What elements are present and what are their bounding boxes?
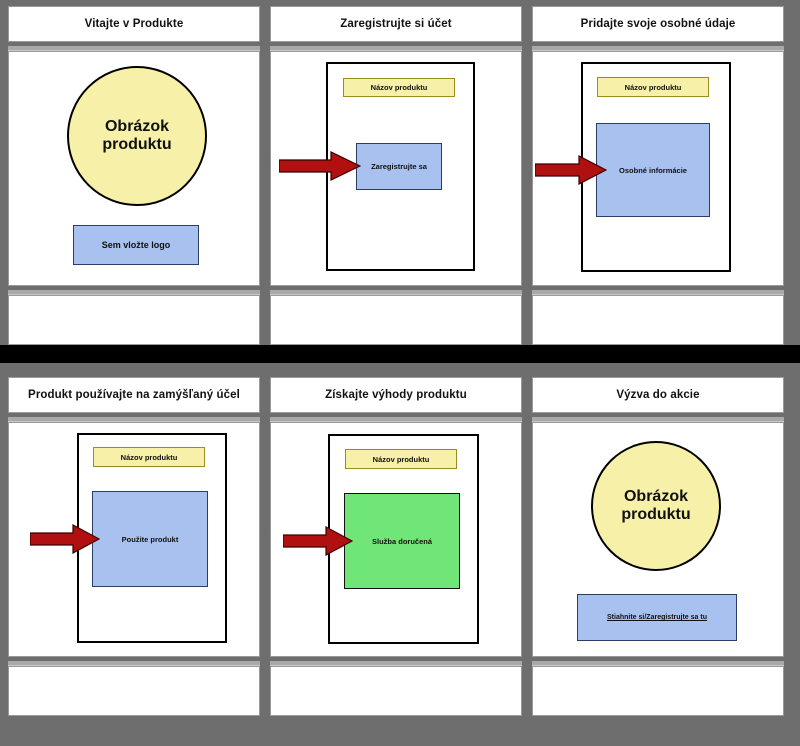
panel-3-caption[interactable] (532, 295, 784, 345)
panel-2: Zaregistrujte si účet Názov produktu Zar… (270, 6, 522, 345)
panel-6-caption[interactable] (532, 666, 784, 716)
panel-5-caption[interactable] (270, 666, 522, 716)
divider-highlight (532, 289, 784, 295)
divider-highlight (8, 416, 260, 422)
panel-2-caption[interactable] (270, 295, 522, 345)
panel-3-content: Názov produktu Osobné informácie (532, 51, 784, 286)
divider-highlight (270, 289, 522, 295)
panel-1: Vitajte v Produkte Obrázok produktu Sem … (8, 6, 260, 345)
divider (270, 657, 522, 660)
panel-5-title-card[interactable]: Získajte výhody produktu (270, 377, 522, 413)
logo-placeholder-label: Sem vložte logo (101, 240, 171, 250)
panel-5-title: Získajte výhody produktu (325, 388, 467, 401)
divider-highlight (270, 45, 522, 51)
panel-1-title: Vitajte v Produkte (84, 17, 184, 30)
product-name-label-box[interactable]: Názov produktu (93, 447, 205, 467)
row-1-columns: Vitajte v Produkte Obrázok produktu Sem … (8, 6, 784, 345)
divider (532, 286, 784, 289)
panel-4-title: Produkt používajte na zamýšľaný účel (28, 388, 240, 401)
divider-highlight (8, 660, 260, 666)
product-image-circle[interactable]: Obrázok produktu (591, 441, 721, 571)
divider (8, 286, 260, 289)
divider (270, 413, 522, 416)
panel-4: Produkt používajte na zamýšľaný účel Náz… (8, 377, 260, 716)
circle-line-2: produktu (102, 136, 172, 153)
panel-6-title-card[interactable]: Výzva do akcie (532, 377, 784, 413)
right-arrow-icon (283, 526, 353, 556)
row-2-columns: Produkt používajte na zamýšľaný účel Náz… (8, 377, 784, 716)
panel-5: Získajte výhody produktu Názov produktu … (270, 377, 522, 716)
right-arrow-icon (535, 155, 607, 185)
circle-line-2: produktu (621, 506, 691, 523)
right-arrow-icon (279, 151, 361, 181)
divider-highlight (532, 45, 784, 51)
personal-info-box[interactable]: Osobné informácie (596, 123, 710, 217)
service-delivered-label: Služba doručená (371, 536, 432, 546)
panel-1-content: Obrázok produktu Sem vložte logo (8, 51, 260, 286)
personal-info-label: Osobné informácie (619, 165, 687, 175)
product-image-circle[interactable]: Obrázok produktu (67, 66, 207, 206)
service-delivered-box[interactable]: Služba doručená (344, 493, 460, 589)
circle-line-1: Obrázok (104, 117, 169, 135)
logo-placeholder-box[interactable]: Sem vložte logo (73, 225, 199, 265)
panel-3-title: Pridajte svoje osobné údaje (580, 17, 736, 30)
divider (8, 42, 260, 45)
divider-highlight (8, 289, 260, 295)
divider-highlight (8, 45, 260, 51)
panel-1-caption[interactable] (8, 295, 260, 345)
panel-4-title-card[interactable]: Produkt používajte na zamýšľaný účel (8, 377, 260, 413)
panel-6-title: Výzva do akcie (616, 388, 700, 401)
divider (532, 657, 784, 660)
panel-1-title-card[interactable]: Vitajte v Produkte (8, 6, 260, 42)
panel-2-title-card[interactable]: Zaregistrujte si účet (270, 6, 522, 42)
divider-highlight (532, 660, 784, 666)
panel-5-content: Názov produktu Služba doručená (270, 422, 522, 657)
divider-highlight (532, 416, 784, 422)
signup-box-label: Zaregistrujte sa (371, 162, 427, 171)
panel-6: Výzva do akcie Obrázok produktu Stiahnit… (532, 377, 784, 716)
product-name-label: Názov produktu (624, 82, 682, 92)
product-name-label-box[interactable]: Názov produktu (343, 78, 455, 97)
use-product-label: Použite produkt (121, 534, 179, 544)
product-name-label: Názov produktu (120, 452, 178, 462)
divider-highlight (270, 416, 522, 422)
panel-3-title-card[interactable]: Pridajte svoje osobné údaje (532, 6, 784, 42)
product-name-label: Názov produktu (370, 83, 428, 92)
panel-2-content: Názov produktu Zaregistrujte sa (270, 51, 522, 286)
cta-label: Stiahnite si/Zaregistrujte sa tu (607, 614, 707, 621)
divider (270, 286, 522, 289)
panel-4-caption[interactable] (8, 666, 260, 716)
panel-6-content: Obrázok produktu Stiahnite si/Zaregistru… (532, 422, 784, 657)
right-arrow-icon (30, 524, 100, 554)
panel-3: Pridajte svoje osobné údaje Názov produk… (532, 6, 784, 345)
product-name-label: Názov produktu (372, 454, 430, 464)
divider (8, 413, 260, 416)
panel-4-content: Názov produktu Použite produkt (8, 422, 260, 657)
product-name-label-box[interactable]: Názov produktu (345, 449, 457, 469)
signup-box[interactable]: Zaregistrujte sa (356, 143, 442, 190)
circle-line-1: Obrázok (623, 487, 688, 505)
panel-2-title: Zaregistrujte si účet (340, 17, 452, 30)
divider (8, 657, 260, 660)
cta-button[interactable]: Stiahnite si/Zaregistrujte sa tu (577, 594, 737, 641)
divider (270, 42, 522, 45)
divider (532, 42, 784, 45)
use-product-box[interactable]: Použite produkt (92, 491, 208, 587)
divider-highlight (270, 660, 522, 666)
divider (532, 413, 784, 416)
product-name-label-box[interactable]: Názov produktu (597, 77, 709, 97)
